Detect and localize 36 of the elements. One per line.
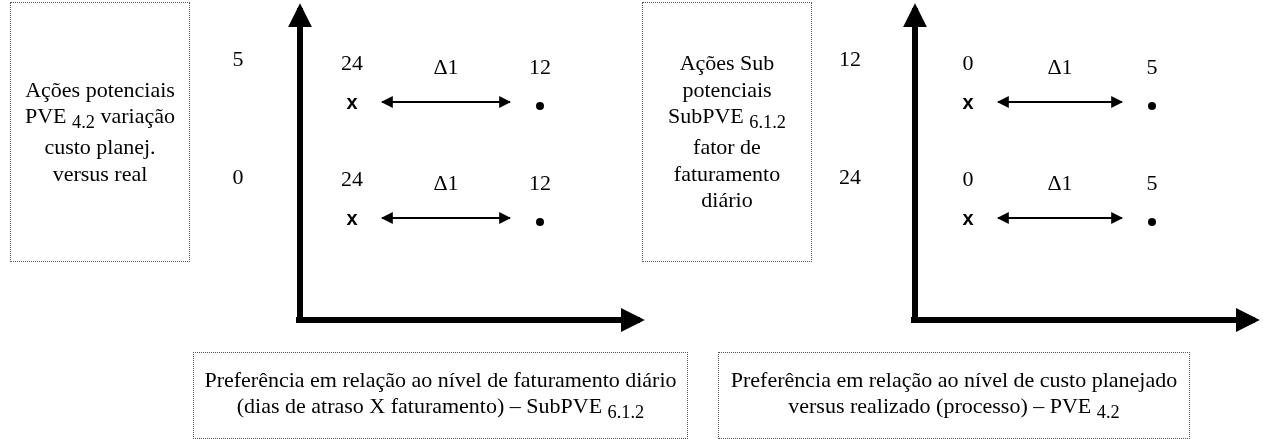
- edge-label: Δ1: [1046, 54, 1074, 80]
- value-label: 24: [340, 50, 364, 76]
- edge-label: Δ1: [432, 54, 460, 80]
- value-label: 12: [528, 170, 552, 196]
- value-label: 0: [961, 166, 975, 192]
- edge-label: Δ1: [432, 170, 460, 196]
- value-label: 24: [340, 166, 364, 192]
- value-label: 5: [1145, 54, 1159, 80]
- dot-marker: [1148, 102, 1156, 110]
- value-label: 12: [528, 54, 552, 80]
- x-marker: x: [344, 208, 360, 228]
- x-marker: x: [960, 208, 976, 228]
- description-text: Ações Sub potenciais SubPVE $_{6.1.2}$ fator de faturamento diário: [667, 50, 787, 214]
- dot-marker: [1148, 218, 1156, 226]
- x-marker: x: [960, 92, 976, 112]
- double-arrow: [380, 96, 512, 108]
- x-marker: x: [344, 92, 360, 112]
- description-text: Ações potenciais PVE $_{4.2}$ variação custo planej. versus real: [24, 76, 176, 188]
- dot-marker: [536, 218, 544, 226]
- value-label: 5: [1145, 170, 1159, 196]
- description-text: Preferência em relação ao nível de faturamento diário (dias de atraso X faturamento) – SubPVE $_{6.1.2}$: [203, 366, 678, 425]
- text-box: [193, 352, 688, 439]
- double-arrow: [996, 96, 1124, 108]
- dot-marker: [536, 102, 544, 110]
- text-box: [718, 352, 1190, 439]
- text-box: [642, 2, 812, 262]
- double-arrow: [380, 212, 512, 224]
- double-arrow: [996, 212, 1124, 224]
- axis-value-label: 5: [231, 46, 245, 72]
- value-label: 0: [961, 50, 975, 76]
- edge-label: Δ1: [1046, 170, 1074, 196]
- axis-value-label: 24: [838, 164, 862, 190]
- description-text: Preferência em relação ao nível de custo planejado versus realizado (processo) – PVE $_{4.2}$: [729, 366, 1179, 425]
- text-box: [10, 2, 190, 262]
- axis-value-label: 0: [231, 164, 245, 190]
- axis-value-label: 12: [838, 46, 862, 72]
